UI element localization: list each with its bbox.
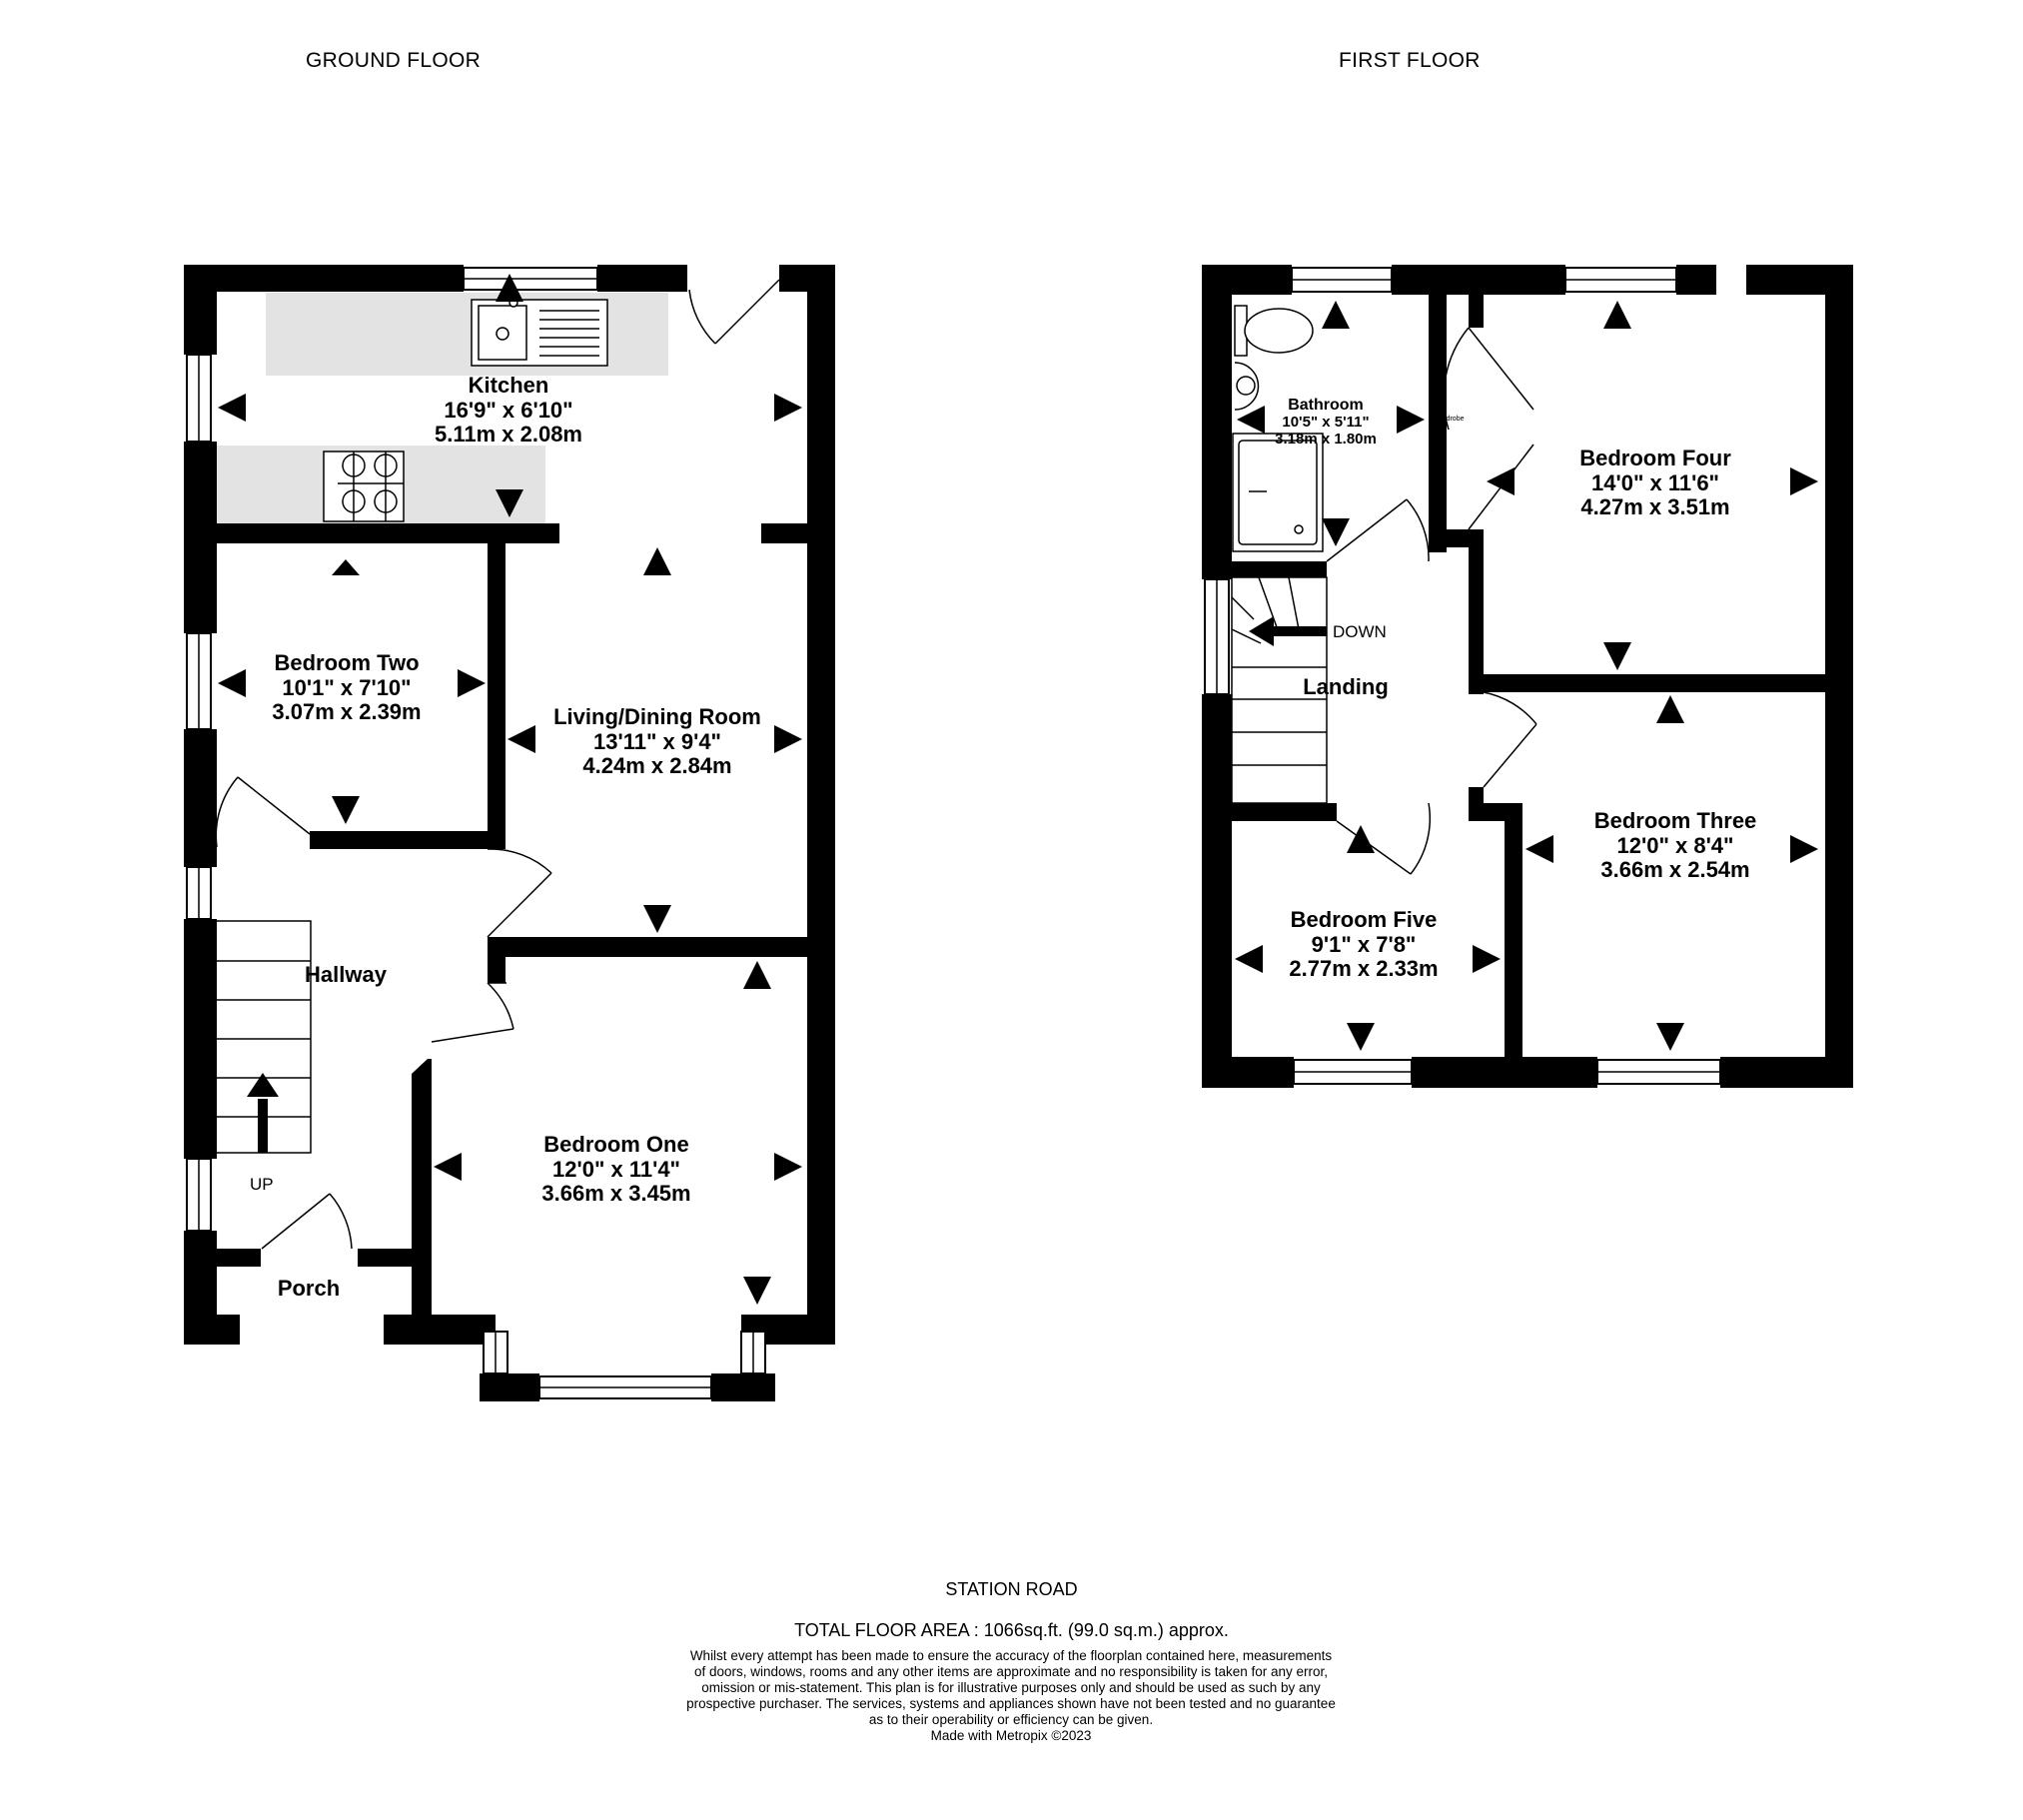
disclaimer-line: as to their operability or efficiency ca… (868, 1711, 1154, 1727)
room-name: Bedroom Five (1290, 907, 1438, 932)
room-name: Bedroom One (543, 1132, 689, 1157)
disclaimer: Whilst every attempt has been made to en… (611, 1648, 1411, 1744)
room-name: Landing (1303, 674, 1389, 699)
room-bathroom: Bathroom 10'5" x 5'11" 3.18m x 1.80m (1275, 397, 1377, 449)
disclaimer-line: prospective purchaser. The services, sys… (686, 1695, 1336, 1711)
room-landing: Landing (1303, 674, 1389, 700)
room-metric: 2.77m x 2.33m (1289, 956, 1439, 982)
room-living-dining: Living/Dining Room 13'11" x 9'4" 4.24m x… (553, 704, 761, 779)
room-metric: 3.66m x 2.54m (1600, 857, 1750, 883)
room-imperial: 14'0" x 11'6" (1591, 469, 1719, 495)
disclaimer-line: Whilst every attempt has been made to en… (689, 1648, 1333, 1663)
room-imperial: 10'1" x 7'10" (282, 674, 412, 700)
room-bedroom-five: Bedroom Five 9'1" x 7'8" 2.77m x 2.33m (1289, 907, 1439, 982)
oven-hob (323, 451, 405, 522)
room-hallway: Hallway (305, 962, 387, 988)
room-bedroom-two: Bedroom Two 10'1" x 7'10" 3.07m x 2.39m (272, 650, 422, 725)
room-name: Bedroom Two (274, 650, 420, 675)
disclaimer-line: of doors, windows, rooms and any other i… (693, 1663, 1329, 1679)
room-imperial: 12'0" x 8'4" (1616, 832, 1734, 858)
room-name: Bathroom (1288, 397, 1364, 414)
bathroom-fittings (1232, 305, 1324, 552)
room-metric: 3.07m x 2.39m (272, 699, 422, 725)
room-bedroom-one: Bedroom One 12'0" x 11'4" 3.66m x 3.45m (541, 1132, 691, 1207)
room-name: Living/Dining Room (553, 704, 761, 729)
first-measure-arrows (1235, 301, 1818, 1051)
room-imperial: 12'0" x 11'4" (552, 1156, 680, 1182)
room-bedroom-four: Bedroom Four 14'0" x 11'6" 4.27m x 3.51m (1579, 446, 1731, 520)
stairs-up-label: UP (250, 1175, 274, 1194)
room-name: Hallway (305, 962, 387, 987)
road-label: STATION ROAD (945, 1579, 1078, 1599)
stairs-up-arrow (247, 1073, 279, 1097)
stairs-down-arrow (1249, 616, 1274, 646)
first-walls (1202, 265, 1853, 1088)
disclaimer-line: Made with Metropix ©2023 (930, 1727, 1092, 1743)
total-floor-area: TOTAL FLOOR AREA : 1066sq.ft. (99.0 sq.m… (794, 1620, 1229, 1640)
room-imperial: 16'9" x 6'10" (444, 397, 573, 423)
room-metric: 4.24m x 2.84m (582, 753, 732, 779)
room-imperial: 9'1" x 7'8" (1311, 931, 1417, 957)
ground-walls (184, 265, 835, 1401)
room-metric: 3.18m x 1.80m (1275, 430, 1377, 448)
room-bedroom-three: Bedroom Three 12'0" x 8'4" 3.66m x 2.54m (1593, 808, 1757, 883)
wardrobe (1443, 327, 1534, 530)
room-imperial: 13'11" x 9'4" (593, 728, 721, 754)
room-metric: 3.66m x 3.45m (541, 1181, 691, 1207)
room-metric: 4.27m x 3.51m (1580, 494, 1730, 520)
room-name: Porch (277, 1276, 341, 1301)
room-name: Bedroom Three (1593, 808, 1757, 833)
room-name: Bedroom Four (1579, 446, 1731, 470)
ground-measure-arrows (218, 274, 802, 1305)
room-name: Kitchen (468, 373, 549, 398)
ground-doors (215, 279, 780, 1250)
stairs-down-label: DOWN (1333, 622, 1387, 641)
ground-floor-title: GROUND FLOOR (306, 49, 482, 72)
first-stairs (1231, 576, 1328, 804)
room-imperial: 10'5" x 5'11" (1282, 413, 1370, 431)
first-doors (1326, 498, 1537, 875)
wardrobe-label: Wardrobe (1434, 416, 1465, 423)
first-floor-title: FIRST FLOOR (1339, 49, 1481, 72)
room-porch: Porch (277, 1276, 341, 1302)
first-floor-plan (1202, 265, 1853, 1088)
room-kitchen: Kitchen 16'9" x 6'10" 5.11m x 2.08m (434, 373, 583, 448)
ground-floor-plan (184, 265, 835, 1401)
disclaimer-line: omission or mis-statement. This plan is … (701, 1679, 1321, 1695)
room-metric: 5.11m x 2.08m (434, 422, 583, 448)
